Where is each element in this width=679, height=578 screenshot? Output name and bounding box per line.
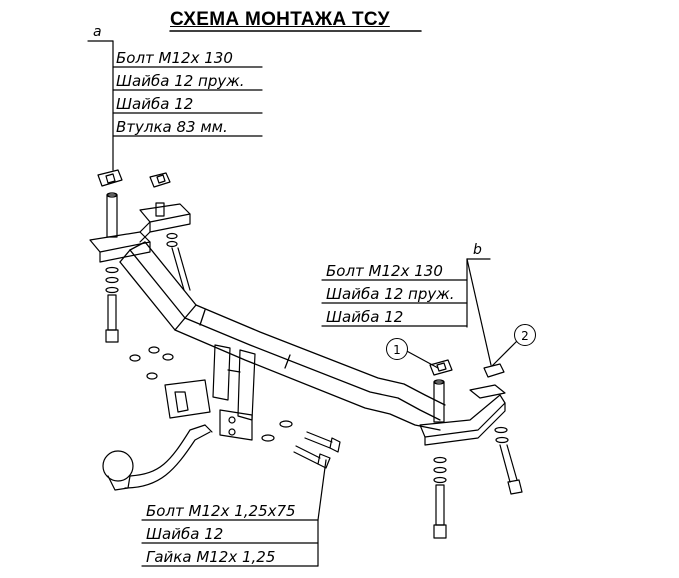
diagram-title: СХЕМА МОНТАЖА ТСУ [170,9,390,30]
callout-1-label: 1 [393,343,401,357]
bottom-leader [141,459,327,567]
bottom-label-2: Шайба 12 [146,525,224,543]
group-a-label-3: Шайба 12 [116,95,194,113]
group-b-label-2: Шайба 12 пруж. [326,285,455,303]
right-bracket-plate [419,384,506,446]
left-bolt-stack [97,169,191,343]
group-a-tag: a [93,24,102,40]
group-b-label-3: Шайба 12 [326,308,404,326]
group-a-label-2: Шайба 12 пруж. [116,72,245,90]
tow-ball [102,424,213,491]
callout-1-bubble: 1 [386,338,408,360]
group-b-label-1: Болт M12x 130 [326,262,443,280]
callout-2-bubble: 2 [514,324,536,346]
bottom-bolts [129,346,341,469]
right-bolt-stack [429,359,523,539]
tow-hook-mount [164,344,256,441]
left-bracket-plate [89,203,191,263]
bottom-label-3: Гайка M12x 1,25 [146,548,276,566]
group-b-tag: b [473,242,482,258]
group-a-leader [87,40,263,171]
group-a-label-1: Болт M12x 130 [116,49,233,67]
callout-1 [402,348,439,369]
callout-2 [491,339,519,367]
group-b-leader [321,258,492,366]
callout-2-label: 2 [521,329,529,343]
group-a-label-4: Втулка 83 мм. [116,118,228,136]
bottom-label-1: Болт M12x 1,25x75 [146,502,296,520]
crossbar-beam [119,241,446,431]
